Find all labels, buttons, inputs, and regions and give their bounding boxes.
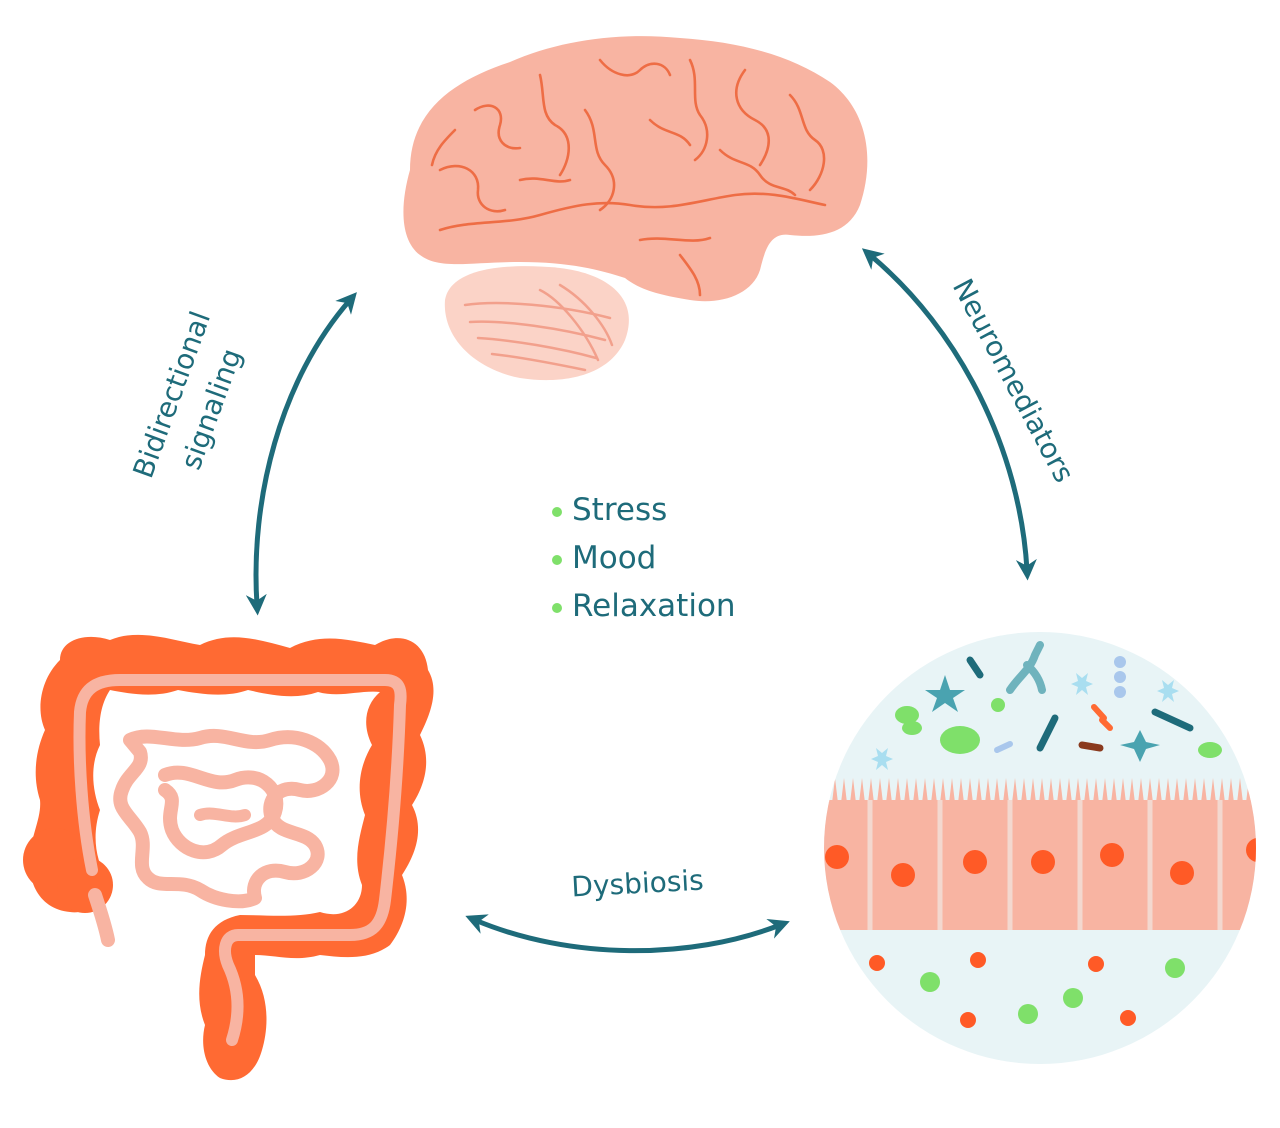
microvillus xyxy=(824,778,829,803)
microvillus xyxy=(868,778,874,803)
microvillus xyxy=(1192,778,1198,803)
list-item-label: Relaxation xyxy=(572,588,736,624)
microvillus xyxy=(1012,778,1018,803)
microvillus xyxy=(985,778,991,803)
bullet-dot xyxy=(552,507,562,517)
neuromediators-label: Neuromediators xyxy=(946,273,1081,487)
microvillus xyxy=(1021,778,1027,803)
microvillus xyxy=(1219,778,1225,803)
microvillus xyxy=(1147,778,1153,803)
intestine-icon xyxy=(23,634,434,1081)
list-item: Relaxation xyxy=(552,588,736,624)
microvillus xyxy=(1120,778,1126,803)
microvillus xyxy=(1156,778,1162,803)
bullet-dot xyxy=(552,603,562,613)
gut-microbiome-icon xyxy=(824,632,1256,1064)
list-item-label: Mood xyxy=(572,540,656,576)
microvillus xyxy=(1084,778,1090,803)
microvillus xyxy=(1210,778,1216,803)
microvillus xyxy=(1237,778,1243,803)
microvillus xyxy=(1102,778,1108,803)
bullet-dot xyxy=(552,555,562,565)
list-item: Stress xyxy=(552,492,667,528)
microvillus xyxy=(886,778,892,803)
center-list: Stress Mood Relaxation xyxy=(552,492,736,624)
microvillus xyxy=(1174,778,1180,803)
dysbiosis-arrow xyxy=(465,914,790,954)
microvillus xyxy=(1003,778,1009,803)
microvillus xyxy=(832,778,838,803)
list-item-label: Stress xyxy=(572,492,667,528)
microvillus xyxy=(994,778,1000,803)
microvillus xyxy=(1129,778,1135,803)
microvillus xyxy=(1183,778,1189,803)
microvillus xyxy=(1138,778,1144,803)
microvillus xyxy=(913,778,919,803)
microvillus xyxy=(931,778,937,803)
microvillus xyxy=(1039,778,1045,803)
microvillus xyxy=(1093,778,1099,803)
microvillus xyxy=(877,778,883,803)
bidirectional-signaling-arrow xyxy=(245,292,357,616)
microvillus xyxy=(1228,778,1234,803)
microvillus xyxy=(1111,778,1117,803)
dysbiosis-label: Dysbiosis xyxy=(571,864,705,904)
microvillus xyxy=(922,778,928,803)
microvillus xyxy=(859,778,865,803)
microvillus xyxy=(1165,778,1171,803)
microvillus xyxy=(1030,778,1036,803)
microvillus xyxy=(940,778,946,803)
brain-icon xyxy=(403,36,868,381)
microvillus xyxy=(1057,778,1063,803)
microvillus xyxy=(1201,778,1207,803)
neuromediators-arrow xyxy=(861,248,1037,581)
microvillus xyxy=(958,778,964,803)
microvillus xyxy=(841,778,847,803)
microvillus xyxy=(976,778,982,803)
microvillus xyxy=(850,778,856,803)
list-item: Mood xyxy=(552,540,656,576)
microvillus xyxy=(1075,778,1081,803)
microvillus xyxy=(967,778,973,803)
microvillus xyxy=(1048,778,1054,803)
microvillus xyxy=(895,778,901,803)
microvillus xyxy=(904,778,910,803)
microvillus xyxy=(949,778,955,803)
microvillus xyxy=(1066,778,1072,803)
